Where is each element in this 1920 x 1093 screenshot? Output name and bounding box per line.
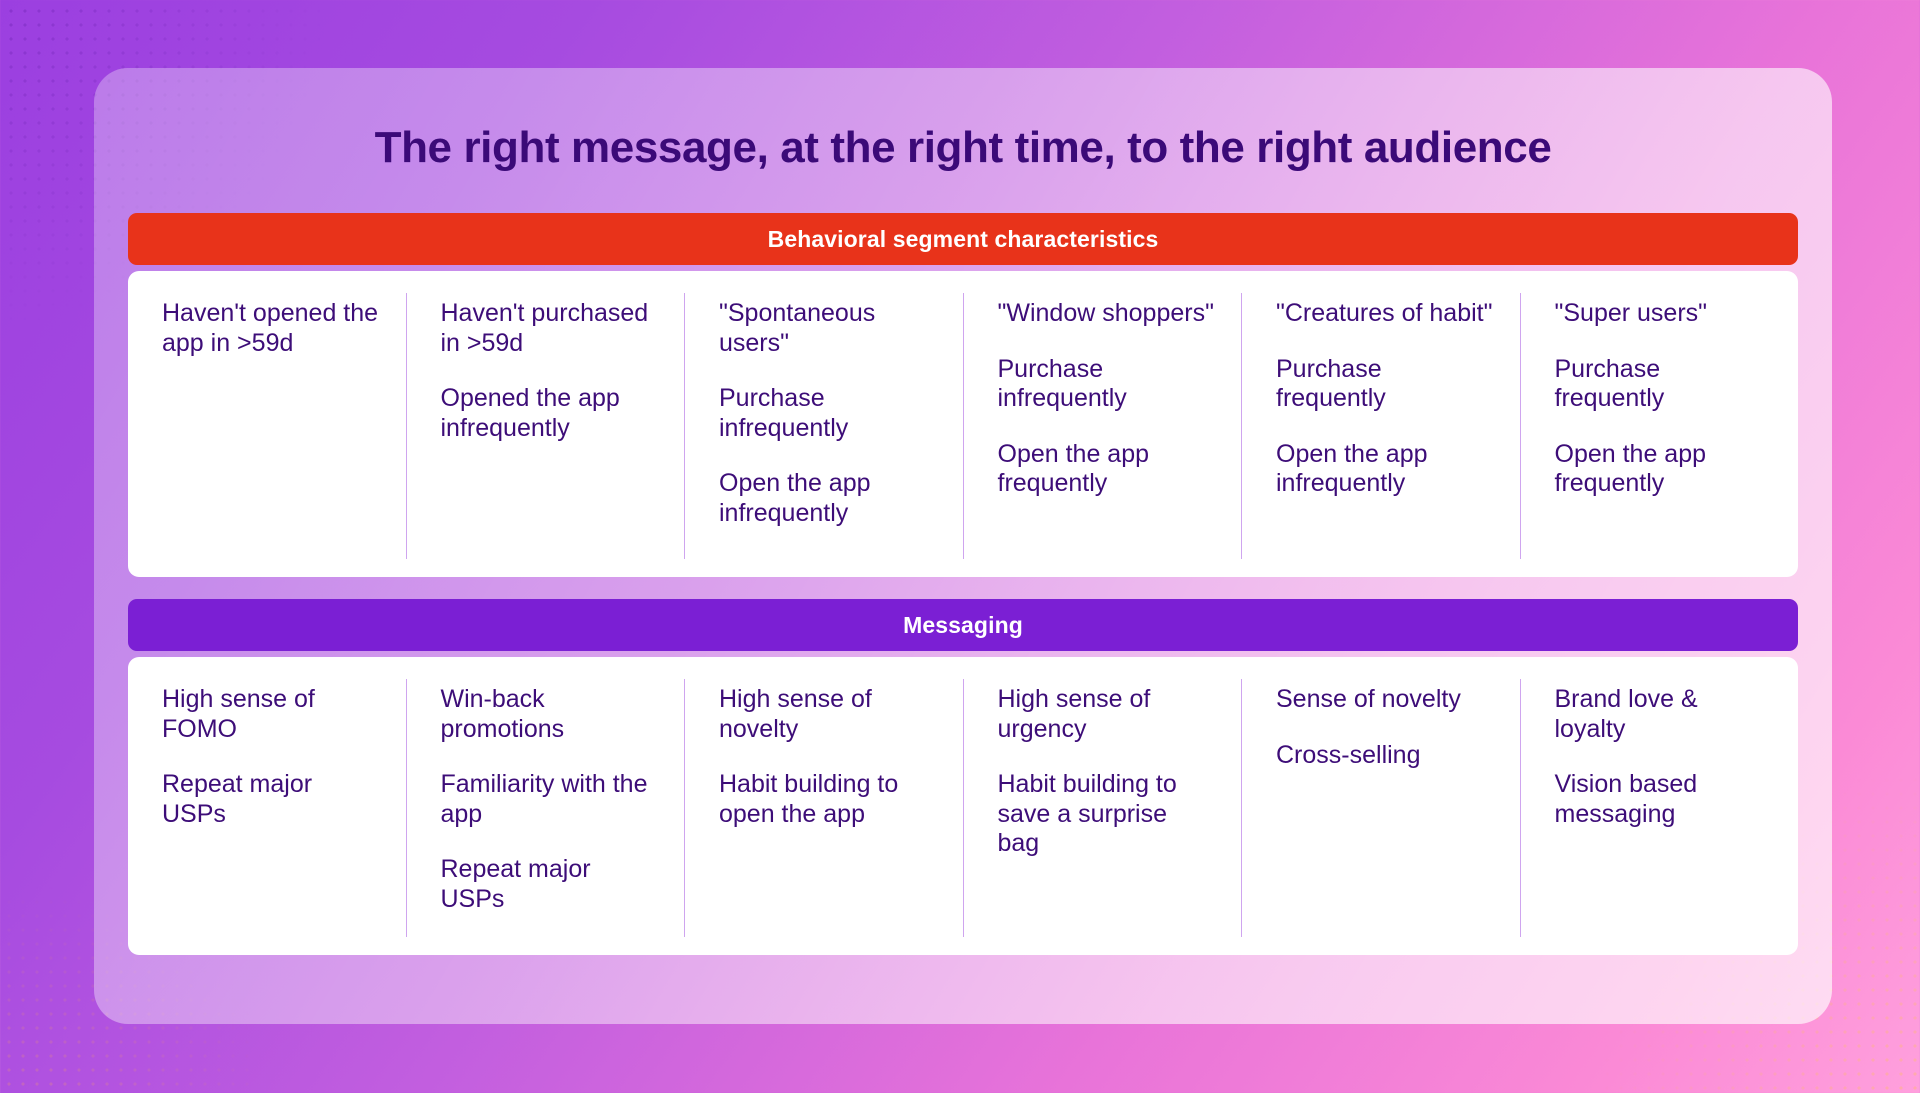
segment-item: Open the app frequently [997, 439, 1150, 498]
messaging-column-4: High sense of urgency Habit building to … [964, 679, 1242, 937]
messaging-item: High sense of FOMO [162, 685, 315, 743]
segment-column-3: "Spontaneous users" Purchase infrequentl… [685, 293, 964, 559]
segment-item: Haven't opened the app in >59d [162, 299, 379, 357]
segment-item: Purchase infrequently [997, 354, 1127, 413]
messaging-item: Habit building to open the app [719, 770, 899, 828]
messaging-item: Vision based messaging [1554, 770, 1698, 828]
segment-item: Purchase frequently [1276, 354, 1386, 413]
segment-item: Open the app frequently [1554, 439, 1707, 498]
content-card: The right message, at the right time, to… [94, 68, 1832, 1024]
messaging-column-1: High sense of FOMO Repeat major USPs [128, 679, 407, 937]
messaging-item: Cross-selling [1276, 740, 1421, 769]
messaging-item: Win-back promotions [440, 685, 565, 743]
messaging-item: High sense of novelty [719, 685, 872, 743]
messaging-grid: High sense of FOMO Repeat major USPs Win… [128, 657, 1798, 955]
messaging-item: Habit building to save a surprise bag [997, 770, 1177, 857]
section-header-behavioral-segment-characteristics: Behavioral segment characteristics [128, 213, 1798, 265]
page-title: The right message, at the right time, to… [374, 123, 1552, 172]
segment-item: "Window shoppers" [997, 299, 1214, 327]
segment-column-6: "Super users" Purchase frequently Open t… [1521, 293, 1799, 559]
segment-column-2: Haven't purchased in >59d Opened the app… [407, 293, 685, 559]
segment-item: Open the app infrequently [1276, 439, 1428, 498]
messaging-item: Sense of novelty [1276, 685, 1461, 713]
segment-item: Open the app infrequently [719, 469, 871, 527]
segment-item: Purchase infrequently [719, 384, 849, 442]
section-messaging: Messaging High sense of FOMO Repeat majo… [128, 599, 1798, 955]
segment-column-5: "Creatures of habit" Purchase frequently… [1242, 293, 1521, 559]
section-header-messaging: Messaging [128, 599, 1798, 651]
messaging-item: Brand love & loyalty [1554, 685, 1698, 743]
messaging-item: Repeat major USPs [440, 855, 591, 913]
segment-item: "Spontaneous users" [719, 299, 876, 357]
segment-item: Opened the app infrequently [440, 384, 620, 442]
segment-column-4: "Window shoppers" Purchase infrequently … [964, 293, 1242, 559]
messaging-item: High sense of urgency [997, 685, 1151, 743]
segment-item: "Creatures of habit" [1276, 299, 1493, 327]
segment-column-1: Haven't opened the app in >59d [128, 293, 407, 559]
messaging-column-3: High sense of novelty Habit building to … [685, 679, 964, 937]
messaging-column-6: Brand love & loyalty Vision based messag… [1521, 679, 1799, 937]
messaging-column-2: Win-back promotions Familiarity with the… [407, 679, 685, 937]
segment-item: Haven't purchased in >59d [440, 299, 649, 357]
messaging-item: Familiarity with the app [440, 770, 648, 828]
segment-item: Purchase frequently [1554, 354, 1665, 413]
messaging-column-5: Sense of novelty Cross-selling [1242, 679, 1521, 937]
section-behavioral-segment-characteristics: Behavioral segment characteristics Haven… [128, 213, 1798, 577]
segment-characteristics-grid: Haven't opened the app in >59d Haven't p… [128, 271, 1798, 577]
segment-item: "Super users" [1554, 299, 1708, 327]
messaging-item: Repeat major USPs [162, 770, 313, 828]
